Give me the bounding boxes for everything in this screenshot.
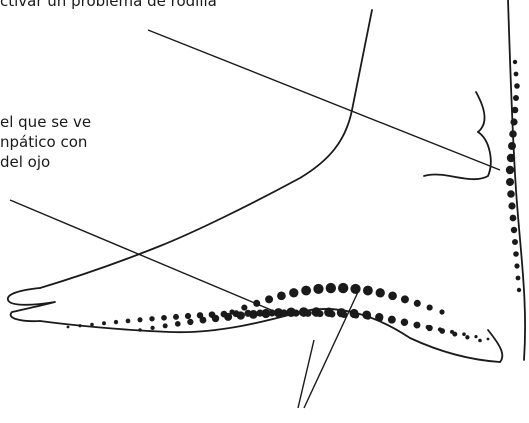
reflex-point	[78, 324, 82, 328]
label-knee-problem: ctivar un problema de rodilla	[0, 0, 217, 10]
reflex-point	[211, 314, 220, 323]
sole-line	[39, 308, 501, 363]
pointer-sole-right	[303, 291, 359, 409]
reflex-point	[349, 308, 359, 319]
label-eye-line-1: el que se ve	[0, 113, 92, 131]
reflex-point	[388, 291, 397, 301]
reflex-point	[261, 308, 271, 319]
reflex-point	[187, 318, 194, 326]
reflex-point	[439, 309, 445, 315]
reflex-point	[512, 239, 518, 245]
reflex-point	[301, 285, 312, 296]
reflex-point	[439, 328, 446, 334]
reflex-point	[150, 325, 155, 331]
reflex-point	[66, 325, 70, 329]
reflex-point	[426, 304, 433, 311]
reflex-point	[509, 214, 517, 222]
label-eye-line-3: del ojo	[0, 153, 51, 171]
reflex-point	[273, 308, 284, 318]
reflex-point	[125, 318, 131, 324]
label-eye-line-2: npático con	[0, 133, 88, 151]
reflex-point	[138, 328, 142, 332]
reflex-point	[513, 71, 519, 77]
reflex-point	[241, 304, 248, 311]
reflex-point	[313, 283, 324, 295]
reflex-point	[286, 307, 296, 318]
reflex-point	[161, 314, 167, 321]
pointer-sole-left	[297, 339, 315, 409]
reflex-point	[248, 310, 258, 319]
reflex-point	[509, 130, 517, 138]
reflex-point	[512, 59, 518, 65]
reflex-point	[516, 287, 522, 293]
reflex-point	[508, 142, 516, 150]
reflex-point	[507, 190, 515, 198]
reflex-point	[387, 315, 396, 324]
pointer-lines	[9, 29, 501, 409]
reflex-point	[289, 288, 299, 298]
reflex-point	[253, 299, 261, 307]
reflex-point	[265, 295, 274, 304]
reflex-point	[224, 312, 233, 321]
reflex-point	[510, 118, 518, 126]
reflex-point	[336, 308, 347, 318]
reflex-point	[400, 295, 409, 304]
pointer-knee	[147, 29, 501, 171]
reflex-point	[236, 311, 245, 320]
reflex-point	[90, 322, 94, 327]
reflex-point	[506, 178, 514, 186]
reflex-point	[137, 317, 143, 323]
reflex-point	[413, 299, 421, 307]
reflex-point	[325, 282, 337, 294]
reflex-point	[162, 323, 168, 329]
reflex-points-leg	[505, 59, 522, 293]
heel-curve	[487, 329, 504, 363]
reflex-point	[375, 288, 385, 298]
reflex-point	[513, 251, 519, 257]
reflex-point	[514, 263, 520, 269]
shin-front-line	[39, 9, 373, 289]
reflex-point	[324, 307, 334, 318]
toes-outline	[7, 287, 56, 323]
pointer-eye	[9, 199, 277, 313]
ankle-bone-detail	[423, 131, 492, 181]
reflex-point	[510, 226, 518, 234]
reflex-point	[362, 310, 372, 320]
reflex-point	[426, 324, 433, 332]
reflex-point	[362, 285, 373, 296]
reflex-point	[337, 282, 349, 294]
leg-back-line	[507, 0, 526, 361]
reflex-point	[452, 331, 458, 337]
reflex-point	[113, 319, 119, 325]
reflex-points-sole	[66, 282, 490, 343]
reflex-point	[474, 335, 478, 339]
reflex-point	[515, 275, 521, 281]
reflex-point	[506, 153, 516, 163]
reflex-point	[514, 83, 520, 89]
ankle-crease	[475, 91, 486, 133]
reflex-point	[465, 335, 470, 340]
reflex-point	[513, 95, 519, 101]
reflex-point	[298, 307, 309, 317]
reflex-point	[184, 312, 192, 320]
reflex-point	[199, 316, 207, 324]
reflex-point	[462, 332, 466, 337]
reflex-point	[277, 291, 286, 301]
reflex-point	[375, 312, 384, 322]
reflex-point	[149, 316, 155, 322]
reflex-point	[413, 321, 421, 329]
reflex-point	[400, 318, 409, 326]
reflex-point	[311, 307, 322, 317]
reflex-point	[174, 321, 181, 327]
reflex-point	[486, 337, 490, 341]
reflex-point	[505, 165, 515, 175]
reflex-point	[508, 202, 516, 210]
reflex-point	[173, 313, 179, 320]
reflex-point	[511, 106, 519, 114]
reflex-point	[350, 283, 361, 295]
reflex-point	[229, 309, 235, 315]
reflex-point	[102, 321, 106, 326]
reflex-point	[478, 338, 482, 343]
